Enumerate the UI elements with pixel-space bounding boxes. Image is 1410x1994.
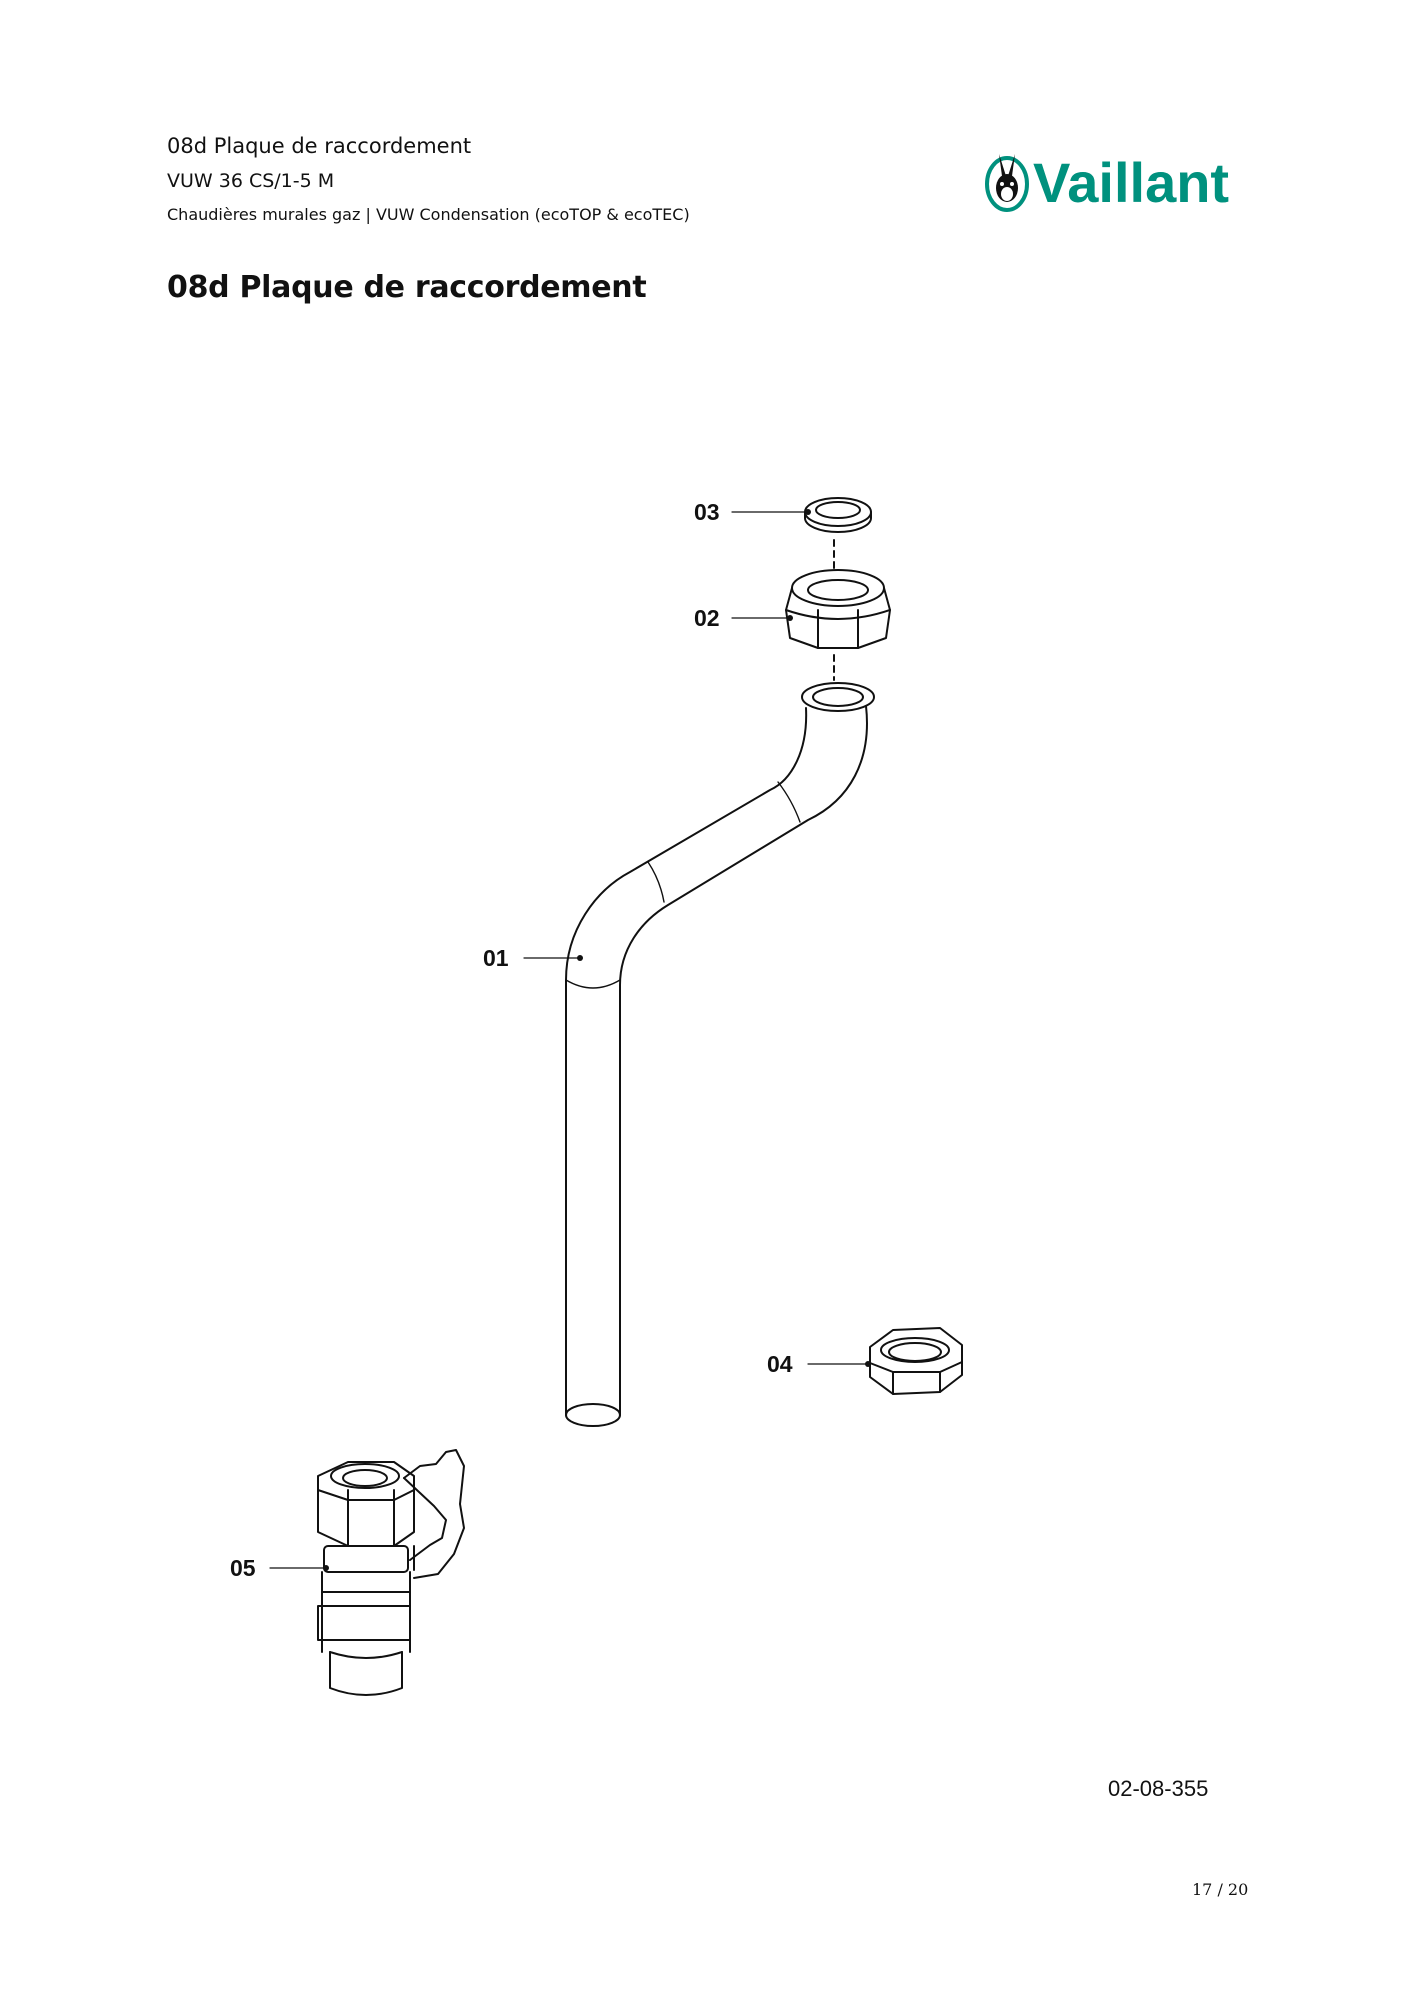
part-label-02: 02 — [694, 605, 720, 631]
page-number: 17 / 20 — [1192, 1880, 1249, 1899]
brand-name: Vaillant — [1033, 151, 1229, 214]
part-03-washer — [804, 497, 872, 533]
part-label-05: 05 — [230, 1555, 256, 1581]
part-01-bent-pipe — [565, 682, 875, 1427]
part-label-01: 01 — [483, 945, 509, 971]
header-title: 08d Plaque de raccordement — [167, 134, 472, 158]
rabbit-emblem-icon — [985, 154, 1029, 212]
part-label-04: 04 — [767, 1351, 793, 1377]
header-category: Chaudières murales gaz | VUW Condensatio… — [167, 205, 690, 224]
vaillant-logo: Vaillant — [985, 151, 1229, 214]
part-02-union-nut — [785, 569, 891, 649]
page-title: 08d Plaque de raccordement — [167, 270, 647, 305]
part-04-hex-nut — [869, 1327, 963, 1395]
header-model: VUW 36 CS/1-5 M — [167, 170, 335, 192]
drawing-number: 02-08-355 — [1108, 1776, 1209, 1801]
part-label-03: 03 — [694, 499, 720, 525]
part-05-ball-valve — [317, 1449, 465, 1696]
